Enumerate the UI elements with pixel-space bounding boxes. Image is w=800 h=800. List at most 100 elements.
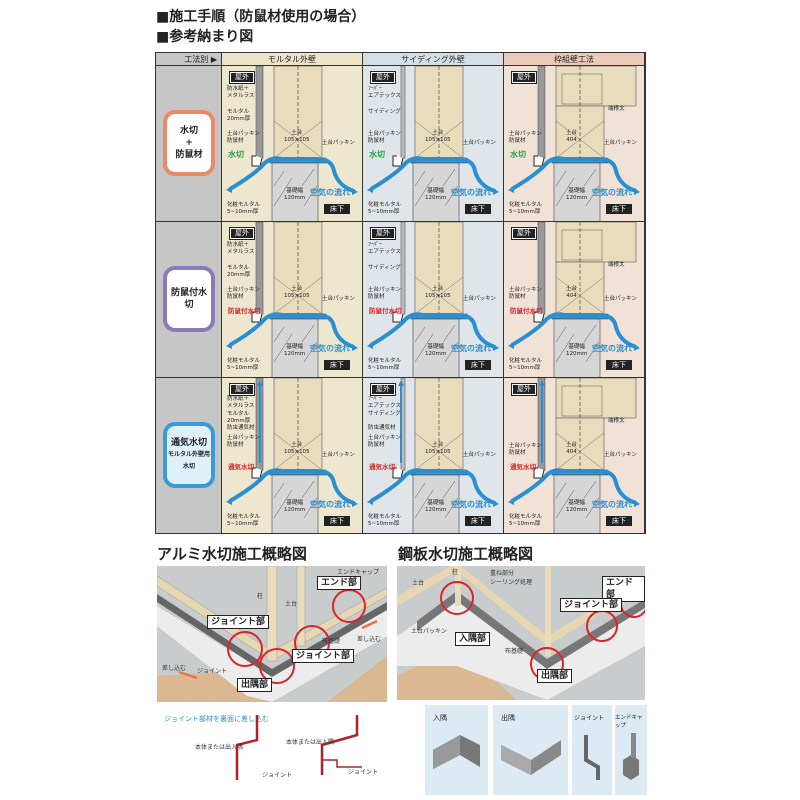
air-flow-label: 空気の流れ (451, 188, 491, 197)
alum-section-body-2: 本体または出入隅 (286, 739, 335, 746)
outdoor-badge: 屋外 (370, 71, 396, 84)
sill-label: 土台 404 (566, 130, 578, 143)
joist-label: 端根太 (608, 106, 625, 112)
part-label: 土台パッキン 防鼠材 (227, 287, 260, 300)
steel-end-label: エンド部 (602, 576, 645, 602)
part-label: 土台パッキン 防鼠材 (509, 131, 542, 144)
sill-label: 土台 105×105 (284, 442, 310, 455)
section-drawing (367, 222, 499, 377)
row-label: 通気水切モルタル外壁用水切 (156, 378, 222, 534)
finish-mortar-label: 化粧モルタル 5~10mm厚 (509, 202, 543, 215)
alum-title: アルミ水切施工概略図 (157, 545, 307, 563)
piece-label: エンドキャップ (615, 715, 643, 729)
foundation-label: 基礎幅 120mm (566, 188, 588, 201)
piece-label: 入隅 (433, 714, 447, 722)
detail-cell: 屋外防水紙＋ メタルラスモルタル 20mm厚土台パッキン 防鼠材土台 105×1… (222, 66, 363, 222)
flashing-tag: 防鼠付水切 (369, 307, 402, 315)
detail-cell: 屋外ﾌｰﾊﾟｰ エアテックスサイディング土台パッキン 防鼠材防虫通気材土台 10… (363, 378, 504, 534)
piece-label: 出隅 (501, 714, 515, 722)
air-flow-label: 空気の流れ (310, 500, 350, 509)
piece-joint: ジョイント (572, 705, 612, 795)
underfloor-badge: 床下 (324, 360, 350, 370)
sill-label: 土台 105×105 (425, 286, 451, 299)
piece-label: ジョイント (574, 715, 605, 722)
part-label: ﾌｰﾊﾟｰ エアテックス (368, 86, 401, 99)
heading-reference: ■参考納まり図 (156, 29, 254, 45)
part-label: 土台パッキン 防鼠材 (368, 435, 401, 448)
alum-joint-sections (235, 715, 362, 780)
alum-pillar-note: 柱 (257, 593, 264, 600)
joist-label: 端根太 (608, 418, 625, 424)
packing-label: 土台パッキン (604, 296, 637, 302)
underfloor-badge: 床下 (606, 516, 632, 526)
packing-label: 土台パッキン (322, 452, 355, 458)
alum-joint-label-1: ジョイント部 (207, 615, 270, 629)
finish-mortar-label: 化粧モルタル 5~10mm厚 (368, 358, 402, 371)
section-drawing (367, 378, 499, 533)
corner-out-piece-icon (501, 740, 561, 775)
outdoor-badge: 屋外 (370, 383, 396, 396)
packing-label: 土台パッキン (604, 140, 637, 146)
sill-label: 土台 105×105 (284, 130, 310, 143)
steel-packing-note: 土台パッキン (411, 628, 447, 635)
part-label: サイディング (368, 411, 401, 417)
part-label: ﾌｰﾊﾟｰ エアテックス (368, 396, 401, 409)
part-label: モルタル 20mm厚 (227, 109, 251, 122)
detail-cell: 屋外ﾌｰﾊﾟｰ エアテックスサイディング土台パッキン 防鼠材土台 105×105… (363, 66, 504, 222)
part-label: 土台パッキン 防鼠材 (368, 131, 401, 144)
air-flow-label: 空気の流れ (592, 344, 632, 353)
method-label-line: 防鼠付水切 (170, 288, 207, 310)
finish-mortar-label: 化粧モルタル 5~10mm厚 (368, 202, 402, 215)
end-cap-piece-icon (623, 733, 639, 780)
part-label: 防水紙＋ メタルラス (227, 86, 255, 99)
flashing-tag: 通気水切 (228, 463, 254, 471)
finish-mortar-label: 化粧モルタル 5~10mm厚 (509, 514, 543, 527)
column-header: サイディング外壁 (363, 53, 504, 66)
flashing-tag: 水切 (228, 150, 244, 159)
underfloor-badge: 床下 (465, 204, 491, 214)
air-flow-label: 空気の流れ (451, 344, 491, 353)
part-label: 土台パッキン 防鼠材 (227, 131, 260, 144)
joint-piece-icon (584, 735, 600, 780)
packing-label: 土台パッキン (604, 452, 637, 458)
part-label: モルタル 20mm厚 (227, 411, 251, 424)
row-label: 水切+防鼠材 (156, 66, 222, 222)
flashing-tag: 防鼠付水切 (510, 307, 543, 315)
steel-diagram: エンド部 ジョイント部 入隅部 出隅部 柱 土台 重ね部分 シーリング処理 土台… (397, 566, 645, 700)
alum-insert-note-1: 差し込む (162, 665, 187, 672)
part-label: 土台パッキン 防鼠材 (368, 287, 401, 300)
underfloor-badge: 床下 (465, 516, 491, 526)
section-drawing (226, 222, 358, 377)
sill-label: 土台 404 (566, 442, 578, 455)
alum-joint-label-2: ジョイント部 (292, 649, 355, 663)
part-label: 防水紙＋ メタルラス (227, 396, 255, 409)
flashing-tag: 防鼠付水切 (228, 307, 261, 315)
method-label-line: モルタル外壁用水切 (167, 451, 210, 470)
air-flow-label: 空気の流れ (310, 188, 350, 197)
method-label: 工法別 ▶ (156, 53, 222, 66)
column-header: モルタル外壁 (222, 53, 363, 66)
alum-end-label: エンド部 (317, 576, 362, 590)
detail-cell: 屋外防水紙＋ メタルラスモルタル 20mm厚土台パッキン 防鼠材土台 105×1… (222, 222, 363, 378)
vent-material-label: 防虫通気材 (368, 425, 396, 431)
steel-pillar-note: 柱 (452, 569, 459, 576)
piece-corner-out: 出隅 (493, 705, 568, 795)
alum-section-joint-2: ジョイント (348, 769, 379, 776)
flashing-tag: 水切 (369, 150, 385, 159)
air-flow-label: 空気の流れ (592, 500, 632, 509)
section-drawing (508, 222, 640, 377)
finish-mortar-label: 化粧モルタル 5~10mm厚 (227, 358, 261, 371)
method-label-line: 防鼠材 (175, 150, 203, 160)
finish-mortar-label: 化粧モルタル 5~10mm厚 (509, 358, 543, 371)
part-label: ﾌｰﾊﾟｰ エアテックス (368, 242, 401, 255)
packing-label: 土台パッキン (463, 140, 496, 146)
flashing-tag: 水切 (510, 150, 526, 159)
foundation-label: 基礎幅 120mm (284, 344, 306, 357)
part-label: 土台パッキン 防鼠材 (509, 443, 542, 456)
heading-procedure: ■施工手順（防鼠材使用の場合） (156, 9, 366, 25)
foundation-label: 基礎幅 120mm (566, 500, 588, 513)
alum-foundation-note: 布基礎 (322, 638, 341, 645)
underfloor-badge: 床下 (606, 360, 632, 370)
